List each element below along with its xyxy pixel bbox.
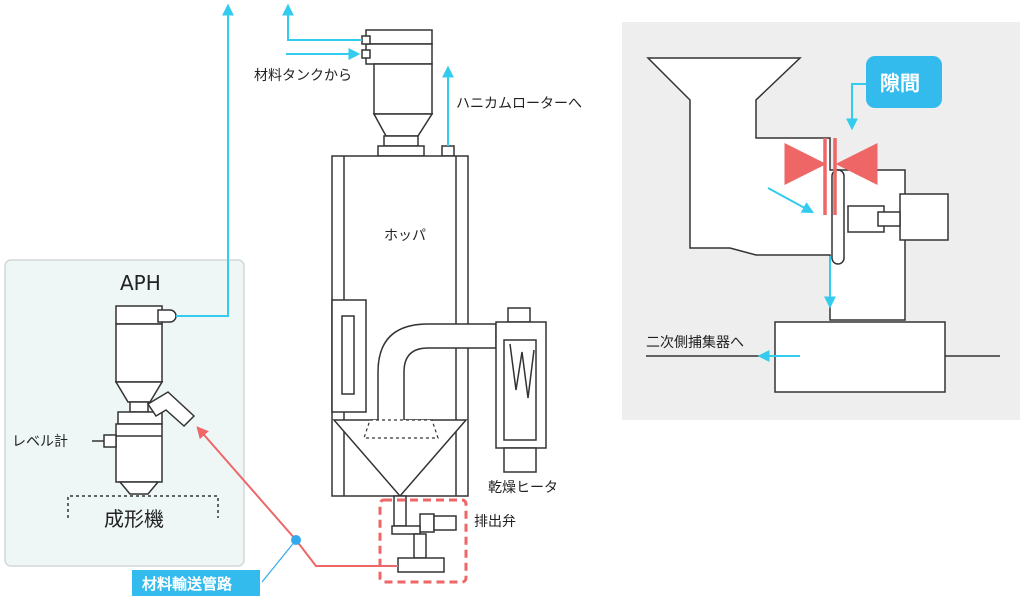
hopper-label: ホッパ xyxy=(384,228,426,244)
material-pipe-label: 材料輸送管路 xyxy=(142,575,233,593)
discharge-valve xyxy=(391,495,457,573)
hopper-exhaust-line xyxy=(282,3,362,41)
discharge-valve-label: 排出弁 xyxy=(474,514,516,530)
aph-unit xyxy=(114,305,196,495)
aph-exhaust-line xyxy=(176,3,234,317)
dryer-heater-label: 乾燥ヒータ xyxy=(488,480,558,496)
discharge-valve-highlight xyxy=(378,498,468,584)
dryer-duct xyxy=(377,323,497,420)
aph-label: APH xyxy=(120,271,161,295)
flow-arrow-diagonal xyxy=(767,187,815,214)
material-pipe-label-box xyxy=(132,570,260,596)
gap-leader xyxy=(846,83,866,131)
detail-equipment xyxy=(646,57,949,393)
molding-machine-label: 成形機 xyxy=(104,507,164,531)
molding-machine-outline xyxy=(67,495,219,518)
to-secondary-collector-label: 二次側捕集器へ xyxy=(646,334,744,351)
hopper-cone xyxy=(363,419,439,439)
level-meter-sensor xyxy=(103,434,117,448)
to-rotor-label: ハニカムローターへ xyxy=(456,96,582,112)
level-meter-label: レベル計 xyxy=(12,434,68,450)
material-pipe-leader xyxy=(261,539,297,583)
from-tank-label: 材料タンクから xyxy=(254,68,352,84)
gap-label: 隙間 xyxy=(880,71,920,95)
gap-label-box xyxy=(866,56,942,108)
dryer-heater xyxy=(495,307,547,473)
material-pipe xyxy=(196,426,398,567)
